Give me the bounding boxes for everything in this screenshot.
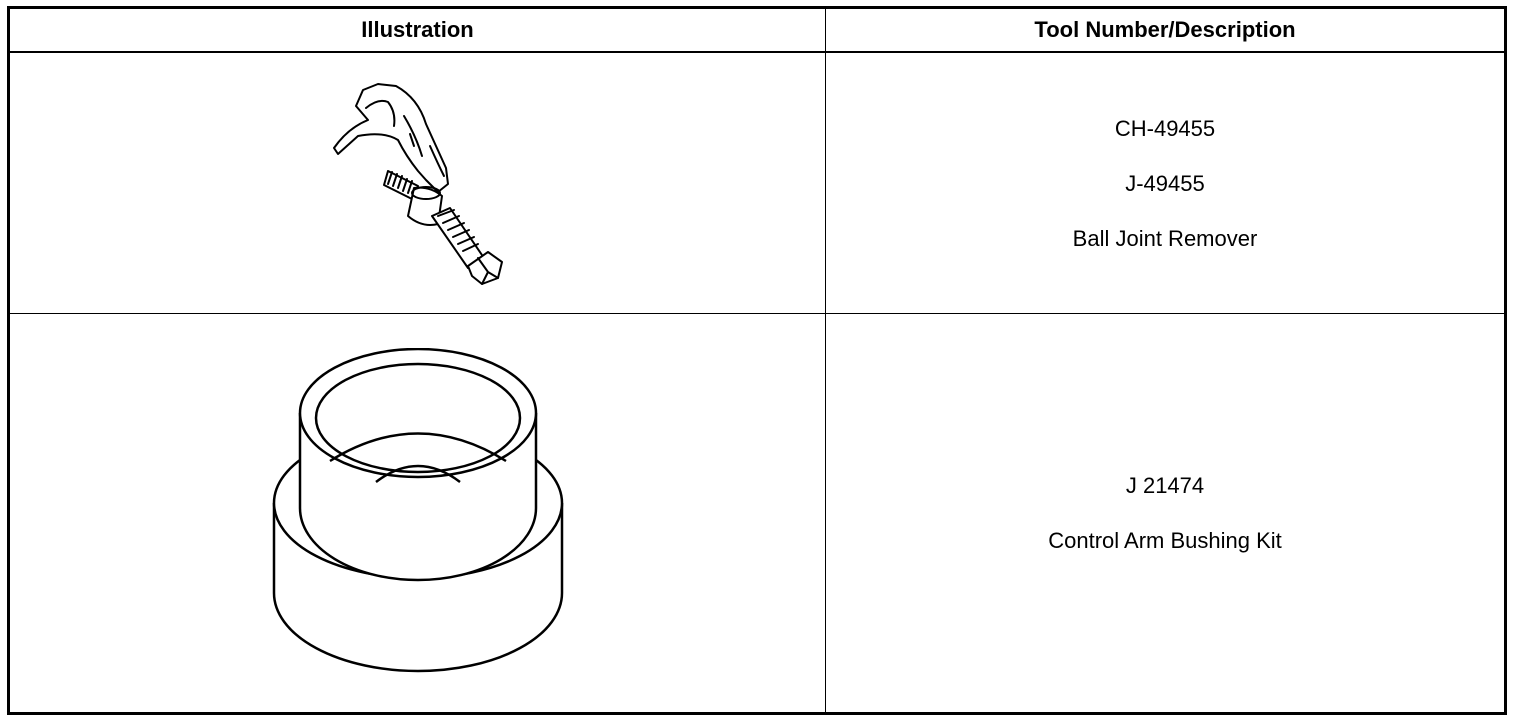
tool-description-cell: CH-49455 J-49455 Ball Joint Remover (825, 51, 1506, 314)
tool-description: Ball Joint Remover (1072, 225, 1258, 251)
special-tools-table: Illustration Tool Number/Description (7, 6, 1507, 715)
illustration-cell (8, 51, 826, 314)
illustration-cell (8, 313, 826, 714)
tool-description: Control Arm Bushing Kit (1048, 528, 1282, 553)
tool-description-cell: J 21474 Control Arm Bushing Kit (825, 313, 1506, 714)
table-row: CH-49455 J-49455 Ball Joint Remover (8, 51, 1506, 314)
tool-number-j: J-49455 (1125, 170, 1205, 196)
tool-number-ch: CH-49455 (1114, 115, 1216, 141)
header-tool-number-description: Tool Number/Description (825, 7, 1506, 53)
header-illustration: Illustration (8, 7, 826, 53)
ball-joint-remover-icon (332, 82, 503, 285)
bushing-receiver-cup-icon (272, 348, 563, 673)
table-header-row: Illustration Tool Number/Description (8, 7, 1506, 53)
table-row: J 21474 Control Arm Bushing Kit (8, 313, 1506, 714)
tool-number-j: J 21474 (1125, 473, 1205, 498)
